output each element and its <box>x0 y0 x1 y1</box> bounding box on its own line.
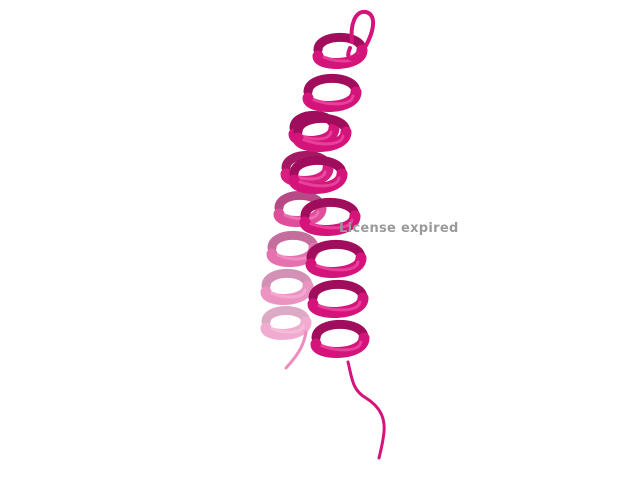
front-helix-turn <box>307 279 369 319</box>
front-helix-turn <box>299 197 361 237</box>
back-helix-turn <box>260 269 314 305</box>
front-helix-turn <box>288 155 348 194</box>
front-helix-turn <box>292 113 352 152</box>
top-loop <box>346 9 376 61</box>
terminal-tail <box>346 360 386 460</box>
front-helix-turn <box>310 319 370 358</box>
front-helix-turn <box>302 73 362 112</box>
back-helix-turn <box>260 306 312 340</box>
license-watermark: License expired <box>339 221 459 236</box>
back-helix-tail <box>284 330 308 370</box>
front-helix <box>288 33 370 358</box>
front-helix-turn <box>305 239 367 279</box>
